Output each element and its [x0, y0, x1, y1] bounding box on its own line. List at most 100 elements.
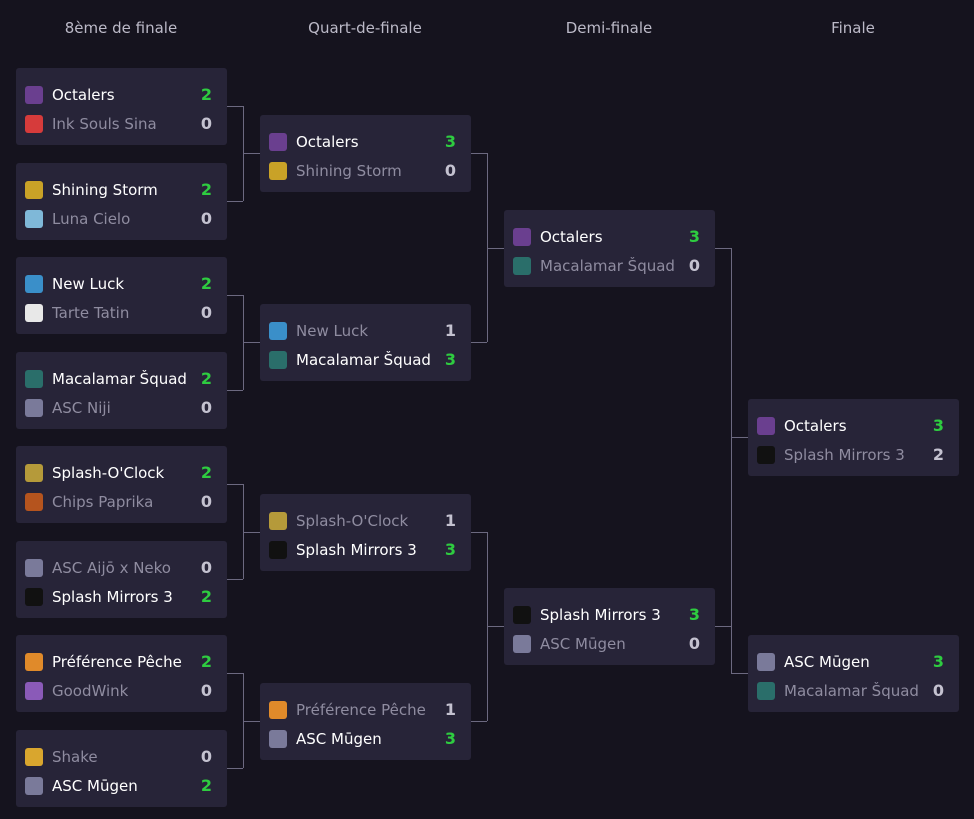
macalamar-squad-icon — [269, 350, 287, 369]
team-row[interactable]: Shake 0 — [16, 742, 227, 771]
team-name: Octalers — [296, 132, 359, 151]
team-name: Shake — [52, 747, 98, 766]
team-name: Octalers — [784, 416, 847, 435]
asc-mugen-icon — [513, 634, 531, 653]
connector-line — [471, 721, 487, 722]
asc-mugen-icon — [269, 729, 287, 748]
team-name: Luna Cielo — [52, 209, 131, 228]
team-name: Splash-O'Clock — [52, 463, 165, 482]
shake-icon — [25, 747, 43, 766]
team-score: 2 — [200, 369, 212, 388]
team-name: Préférence Pêche — [296, 700, 426, 719]
new-luck-icon — [25, 274, 43, 293]
connector-line — [227, 201, 243, 202]
team-score: 3 — [932, 652, 944, 671]
connector-line — [715, 626, 731, 627]
team-name: ASC Mūgen — [540, 634, 626, 653]
team-score: 0 — [200, 747, 212, 766]
splash-oclock-icon — [25, 463, 43, 482]
new-luck-icon — [269, 321, 287, 340]
connector-line — [243, 673, 244, 768]
luna-cielo-icon — [25, 209, 43, 228]
splash-mirrors-icon — [269, 540, 287, 559]
team-row[interactable]: Octalers 3 — [748, 411, 959, 440]
team-name: ASC Niji — [52, 398, 111, 417]
team-score: 3 — [932, 416, 944, 435]
team-score: 2 — [200, 274, 212, 293]
team-score: 0 — [932, 681, 944, 700]
round-title-r16: 8ème de finale — [64, 19, 178, 37]
macalamar-squad-icon — [757, 681, 775, 700]
team-name: Splash Mirrors 3 — [784, 445, 905, 464]
team-name: Splash Mirrors 3 — [52, 587, 173, 606]
team-score: 1 — [444, 321, 456, 340]
connector-line — [243, 153, 260, 154]
connector-line — [487, 248, 504, 249]
team-score: 2 — [200, 776, 212, 795]
shining-storm-icon — [25, 180, 43, 199]
connector-line — [243, 721, 260, 722]
team-score: 0 — [200, 492, 212, 511]
chips-paprika-icon — [25, 492, 43, 511]
connector-line — [243, 484, 244, 579]
team-score: 2 — [200, 180, 212, 199]
connector-line — [227, 579, 243, 580]
team-name: Splash-O'Clock — [296, 511, 409, 530]
team-score: 2 — [200, 463, 212, 482]
asc-mugen-icon — [25, 776, 43, 795]
team-row[interactable]: Macalamar Šquad 0 — [748, 676, 959, 705]
connector-line — [715, 248, 731, 249]
connector-line — [471, 532, 487, 533]
round-title-qf: Quart-de-finale — [308, 19, 422, 37]
round-title-final: Finale — [831, 19, 875, 37]
team-name: Macalamar Šquad — [784, 681, 919, 700]
preference-peche-icon — [269, 700, 287, 719]
goodwink-icon — [25, 681, 43, 700]
team-row[interactable]: Splash-O'Clock 2 — [16, 458, 227, 487]
